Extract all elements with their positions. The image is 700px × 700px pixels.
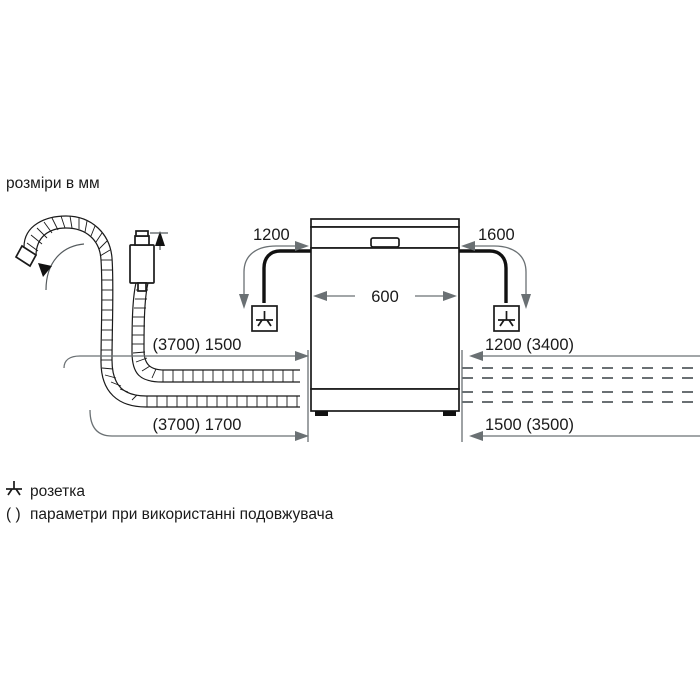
water-inlet-hose xyxy=(14,215,300,408)
dimension-mid-left: (3700) 1500 xyxy=(63,336,309,369)
dimension-bottom-left-label: (3700) 1700 xyxy=(153,416,242,434)
dimension-top-right: 1600 xyxy=(461,226,531,309)
hose-end-nozzle xyxy=(14,244,38,268)
socket-symbol-left[interactable] xyxy=(251,305,278,332)
leveling-foot-right xyxy=(443,411,456,416)
drain-hose xyxy=(131,282,300,383)
legend: розетка ( ) параметри при використанні п… xyxy=(6,481,334,523)
socket-symbol-right[interactable] xyxy=(493,305,520,332)
dimension-mid-left-label: (3700) 1500 xyxy=(153,336,242,354)
water-valve xyxy=(129,230,168,292)
power-cable-right: 1600 xyxy=(459,226,531,332)
legend-extension-label: параметри при використанні подовжувача xyxy=(30,506,334,523)
power-cable-left: 1200 xyxy=(239,226,311,332)
concealed-hose-run xyxy=(462,367,700,403)
dimension-width: 600 xyxy=(313,285,457,307)
dimension-bottom-right-label: 1500 (3500) xyxy=(485,416,574,434)
leveling-foot-left xyxy=(315,411,328,416)
dimension-bottom-right: 1500 (3500) xyxy=(469,416,700,441)
door-handle xyxy=(370,237,400,248)
dimension-mid-right-label: 1200 (3400) xyxy=(485,336,574,354)
dimension-top-left-label: 1200 xyxy=(253,226,290,244)
dimension-top-left: 1200 xyxy=(239,226,309,309)
legend-parentheses-mark: ( ) xyxy=(6,506,21,523)
dimension-mid-right: 1200 (3400) xyxy=(469,336,700,361)
legend-socket-label: розетка xyxy=(30,483,85,500)
dimension-width-label: 600 xyxy=(371,288,399,306)
legend-socket-icon xyxy=(6,481,22,496)
dimension-top-right-label: 1600 xyxy=(478,226,515,244)
dishwasher-body: 600 xyxy=(310,218,460,416)
dimension-bottom-left: (3700) 1700 xyxy=(89,409,309,441)
diagram-title: розміри в мм xyxy=(6,175,100,192)
